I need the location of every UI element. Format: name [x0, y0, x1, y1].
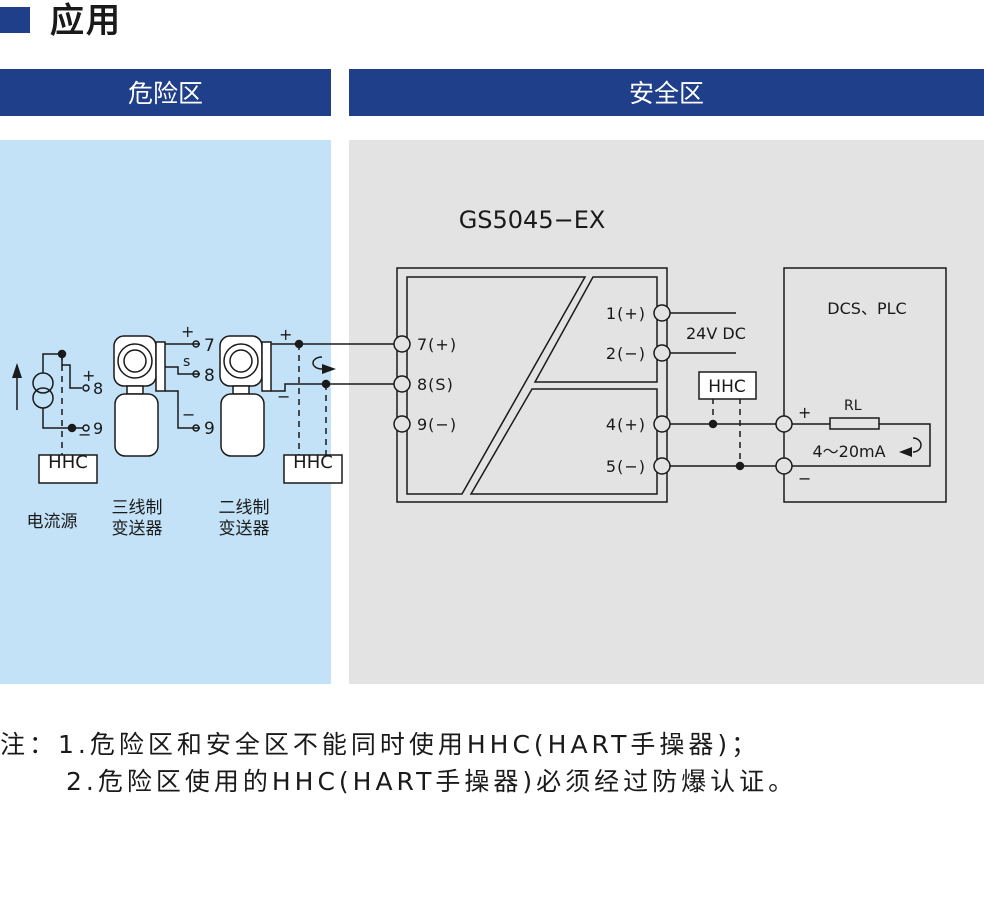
tx3-terminal-8 — [192, 370, 200, 378]
supply-label: 24V DC — [686, 324, 746, 343]
module-terminal-5 — [653, 457, 671, 475]
module-terminal-8 — [393, 375, 411, 393]
tx2-hhc-label: HHC — [293, 452, 333, 473]
output-hhc-box — [698, 371, 757, 400]
output-loop — [670, 371, 778, 471]
dcs-current-arrow — [899, 447, 912, 457]
tx2-dial-inner — [229, 349, 253, 373]
dcs-current-arc — [912, 437, 922, 453]
source-wire-top — [42, 353, 62, 373]
page-title: 应用 — [50, 1, 122, 41]
load-resistor — [829, 417, 880, 430]
module-terminal-4 — [653, 415, 671, 433]
dcs-label: DCS、PLC — [827, 299, 906, 318]
tx3-dial-outer — [117, 343, 153, 379]
three-wire-transmitter — [113, 335, 200, 457]
module-output-lower — [469, 388, 658, 495]
module-label-7: 7(+) — [417, 335, 457, 354]
source-terminal-8 — [82, 384, 90, 392]
source-circle-bottom — [32, 387, 54, 409]
module-terminal-1 — [653, 304, 671, 322]
dcs-minus-label: − — [798, 469, 811, 488]
dcs-frame — [783, 267, 947, 503]
dcs-terminal-minus — [775, 457, 793, 475]
current-source — [12, 349, 98, 484]
module-label-8: 8(S) — [417, 375, 454, 394]
three-wire-label-1: 三线制 — [112, 498, 163, 518]
tx3-label-9: 9 — [204, 419, 215, 439]
module-label-4: 4(+) — [606, 415, 646, 434]
tx2-body — [220, 393, 265, 457]
loop-current-arrow — [322, 364, 336, 374]
module-output-upper — [533, 276, 658, 383]
tx3-neck — [126, 385, 144, 395]
loop-wire-signal — [271, 383, 398, 392]
tx2-terminal-block — [261, 341, 272, 392]
source-terminal-9 — [82, 424, 90, 432]
note-line-2: 2.危险区使用的HHC(HART手操器)必须经过防爆认证。 — [66, 767, 798, 796]
title-marker — [0, 7, 30, 33]
dcs-plus-label: + — [798, 403, 811, 422]
source-wire-8 — [61, 354, 82, 389]
tx3-dial-inner — [123, 349, 147, 373]
three-wire-label-2: 变送器 — [112, 519, 163, 539]
source-hhc-label: HHC — [48, 452, 88, 473]
module-terminal-9 — [393, 415, 411, 433]
module-label-9: 9(−) — [417, 415, 457, 434]
hazard-zone-area — [0, 140, 331, 684]
module-name: GS5045−EX — [459, 206, 606, 234]
hazard-zone-header: 危险区 — [0, 69, 331, 116]
safe-zone-header: 安全区 — [349, 69, 984, 116]
output-hhc-label: HHC — [708, 377, 745, 397]
module-terminal-2 — [653, 344, 671, 362]
tx3-wire-9 — [165, 390, 200, 429]
tx2-plus-label: + — [279, 325, 292, 344]
two-wire-label-1: 二线制 — [219, 498, 270, 518]
module-terminal-7 — [393, 335, 411, 353]
dcs-terminal-plus — [775, 415, 793, 433]
two-wire-transmitter — [219, 335, 398, 484]
note-line-1: 注：1.危险区和安全区不能同时使用HHC(HART手操器)； — [0, 730, 761, 759]
source-plus-label: + — [82, 366, 95, 385]
tx3-terminal-9 — [192, 424, 200, 432]
two-wire-label-2: 变送器 — [219, 519, 270, 539]
module-label-2: 2(−) — [606, 344, 646, 363]
tx3-body — [114, 393, 159, 457]
tx2-neck — [232, 385, 250, 395]
source-hhc-box — [38, 454, 98, 484]
tx3-minus-label: − — [182, 405, 195, 424]
resistor-label: RL — [844, 398, 862, 414]
source-label-8: 8 — [93, 379, 103, 398]
loop-current-arc — [312, 356, 323, 370]
source-minus-label: − — [78, 425, 91, 444]
tx2-dial-outer — [223, 343, 259, 379]
module-label-1: 1(+) — [606, 304, 646, 323]
source-label-9: 9 — [93, 419, 103, 438]
source-wire-bottom — [42, 408, 62, 429]
tx3-terminal-block — [155, 341, 166, 392]
tx3-terminal-7 — [192, 340, 200, 348]
dcs-wire-return — [792, 423, 931, 467]
tx3-label-7: 7 — [204, 336, 215, 356]
tx3-s-label: s — [183, 354, 190, 370]
tx3-label-8: 8 — [204, 366, 215, 386]
power-source-label: 电流源 — [27, 512, 78, 532]
current-range-label: 4～20mA — [812, 442, 885, 461]
tx2-minus-label: − — [277, 387, 290, 406]
dcs-plc-box — [775, 267, 947, 503]
module-label-5: 5(−) — [606, 457, 646, 476]
tx3-plus-label: + — [181, 322, 194, 341]
current-arrow-head — [12, 363, 22, 378]
tx3-wire-8 — [165, 366, 200, 375]
tx2-hhc-box — [283, 454, 343, 484]
